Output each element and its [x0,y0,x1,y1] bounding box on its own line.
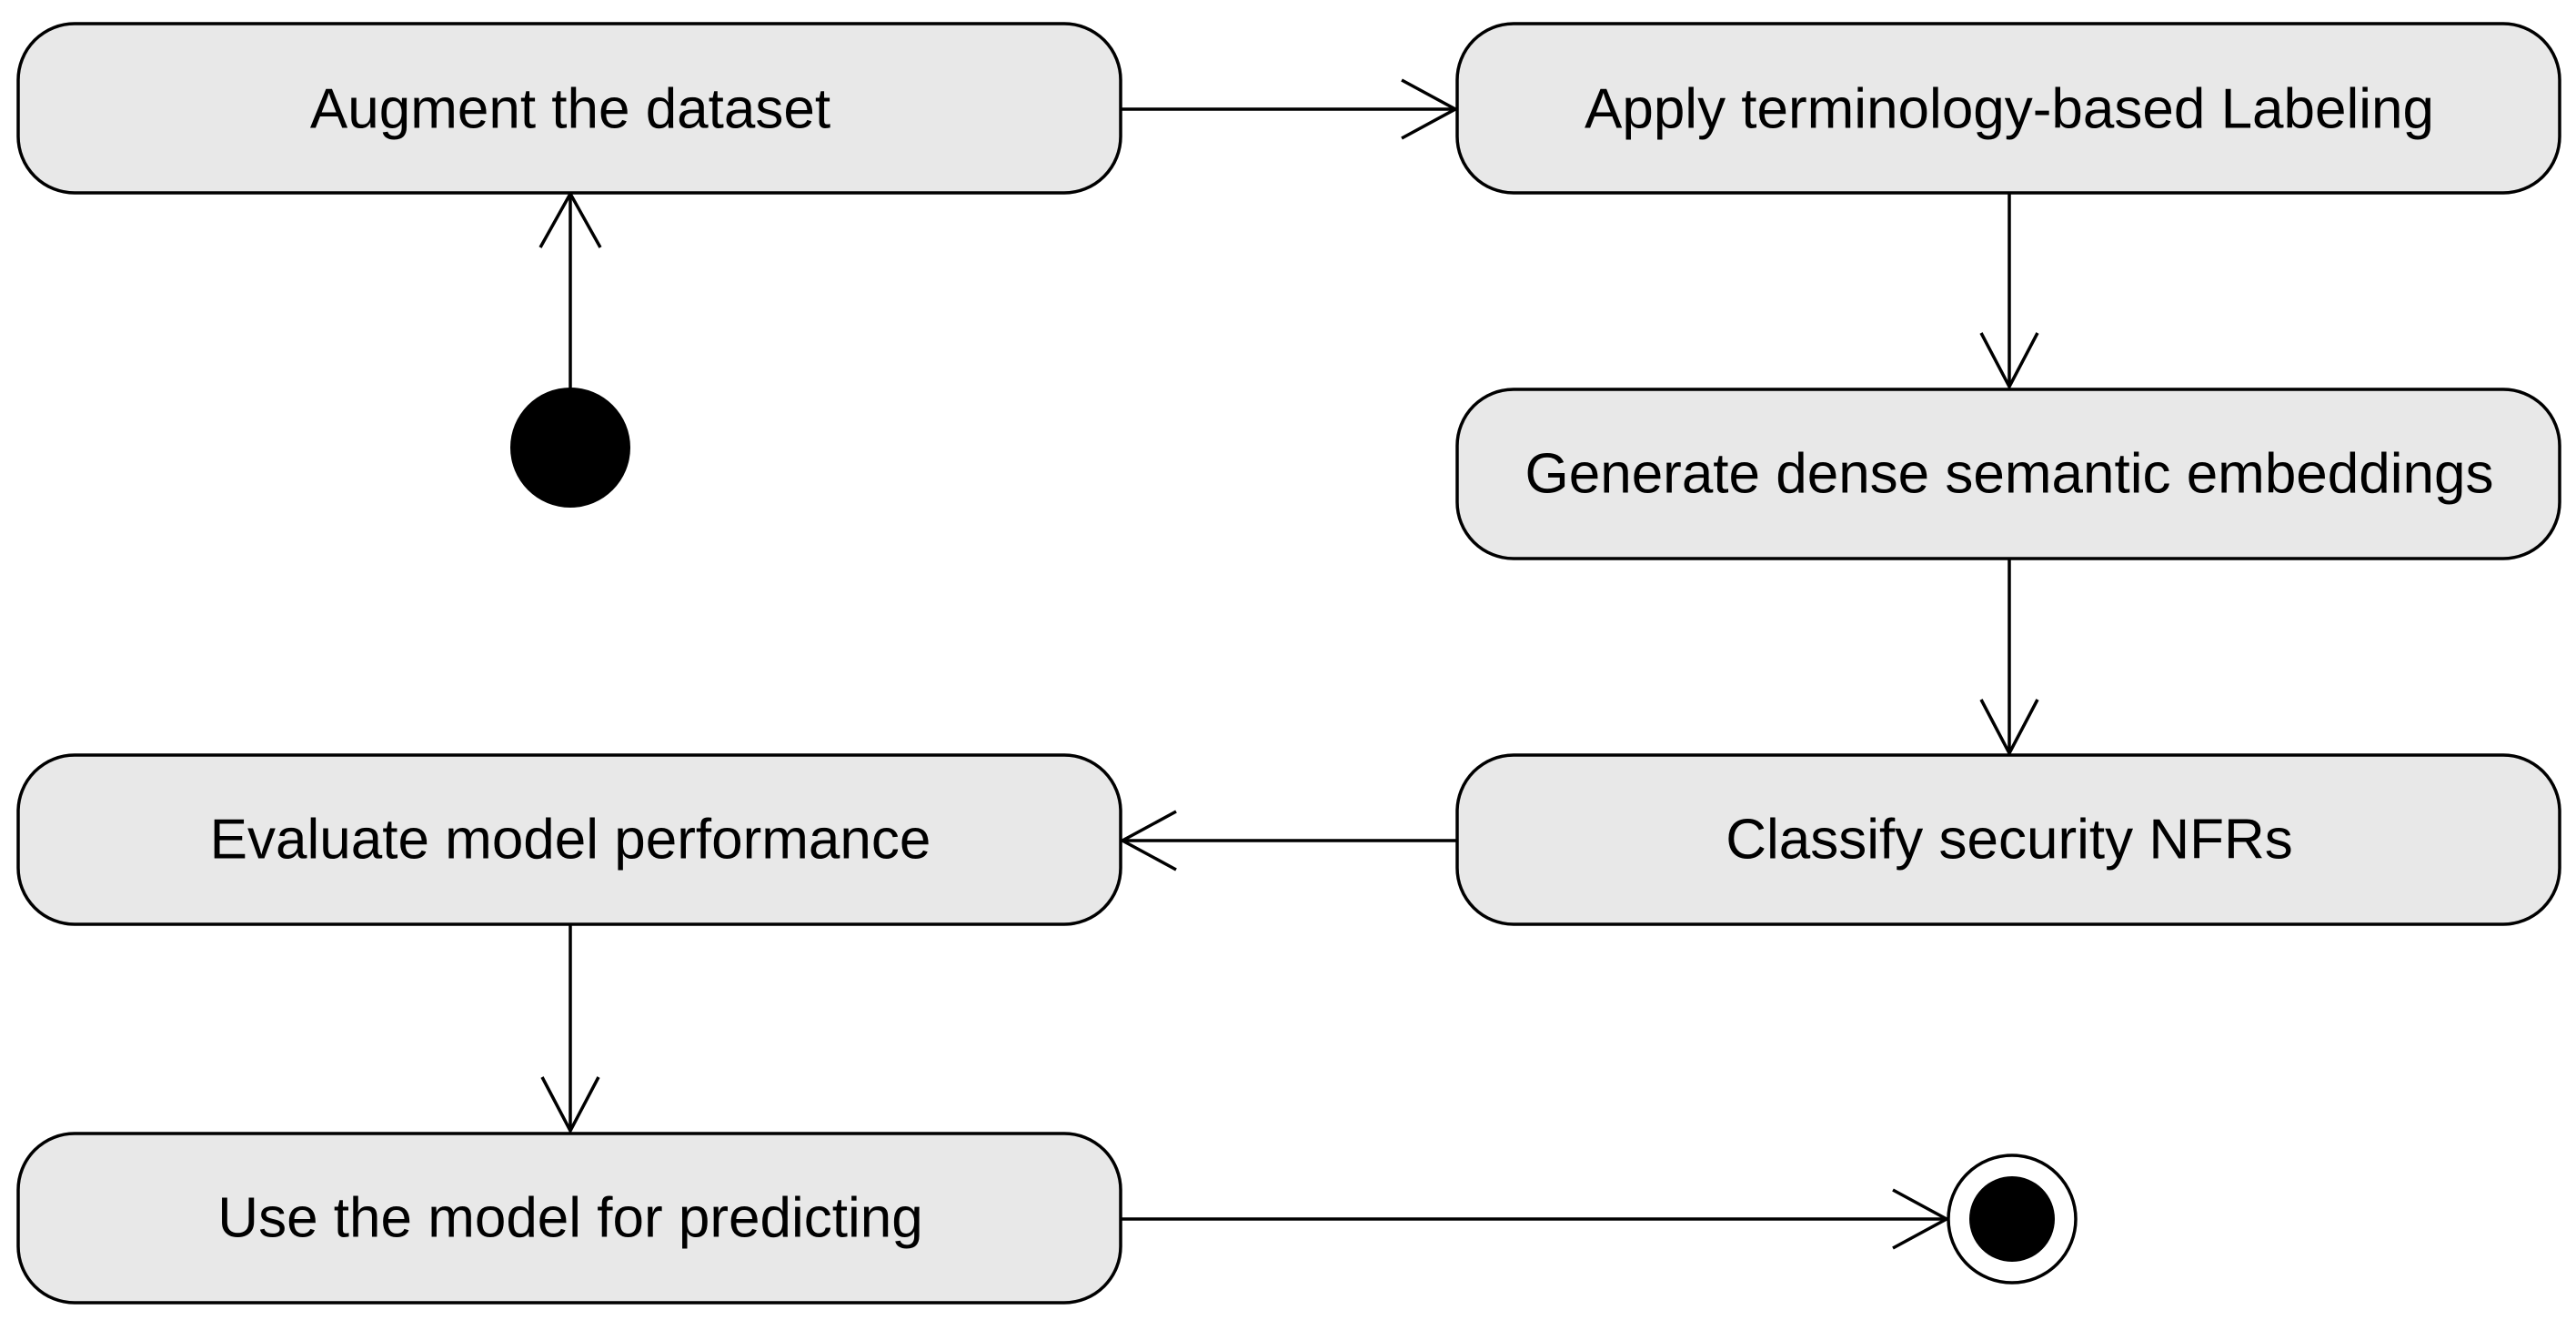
edge-embeddings-to-classify [1979,559,2039,757]
activity-node-augment: Augment the dataset [16,22,1122,195]
edge-start-to-augment [538,190,602,391]
final-node [1947,1154,2078,1285]
edges [538,78,2039,1250]
activity-label-labeling: Apply terminology-based Labeling [1585,78,2434,141]
edge-labeling-to-embeddings [1979,194,2039,390]
activity-label-embeddings: Generate dense semantic embeddings [1525,443,2494,506]
activity-label-augment: Augment the dataset [310,78,830,141]
activity-label-evaluate: Evaluate model performance [210,809,931,872]
activity-label-classify: Classify security NFRs [1726,809,2293,872]
activity-label-predict: Use the model for predicting [217,1187,922,1250]
activity-node-classify: Classify security NFRs [1455,753,2561,926]
edge-augment-to-labeling [1121,78,1459,140]
activity-node-labeling: Apply terminology-based Labeling [1455,22,2561,195]
activity-node-predict: Use the model for predicting [16,1132,1122,1305]
activity-node-evaluate: Evaluate model performance [16,753,1122,926]
edge-classify-to-evaluate [1119,810,1457,872]
edge-predict-to-end [1121,1188,1950,1250]
activity-node-embeddings: Generate dense semantic embeddings [1455,388,2561,560]
edge-evaluate-to-predict [540,925,600,1134]
initial-node [510,388,630,508]
